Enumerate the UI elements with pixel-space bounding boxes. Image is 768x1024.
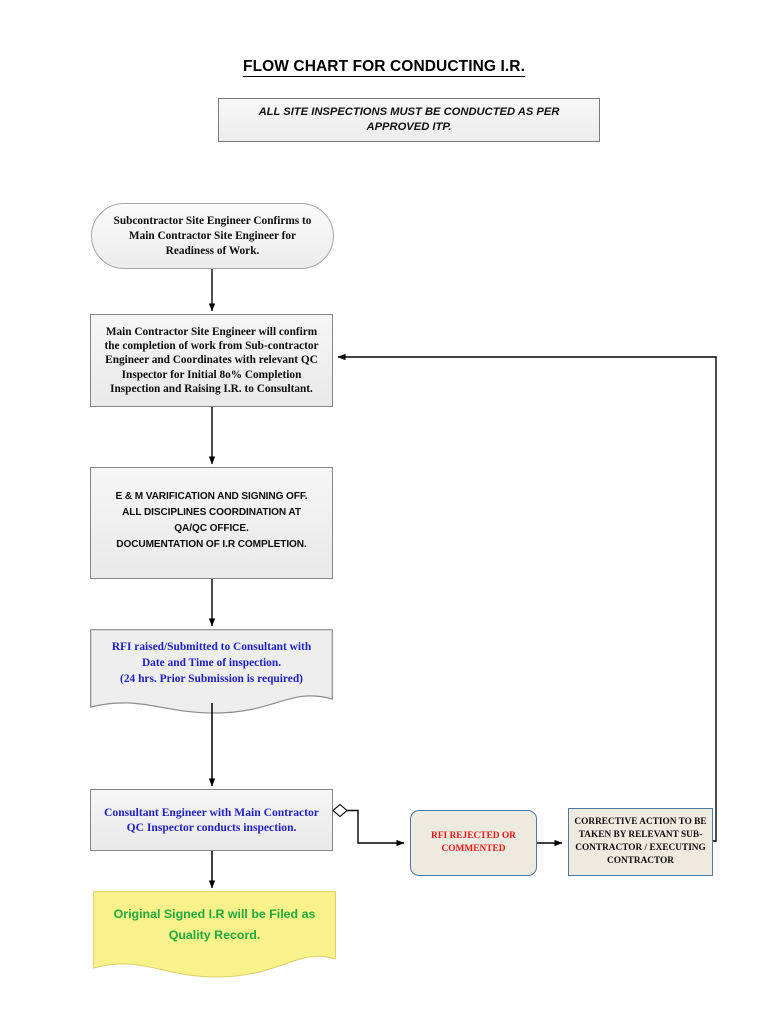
node-subcontractor-readiness[interactable]: Subcontractor Site Engineer Confirms to … <box>91 203 334 269</box>
rfi-line-3: (24 hrs. Prior Submission is required) <box>120 673 303 685</box>
consult-line-2: QC Inspector conducts inspection. <box>126 821 297 834</box>
node-quality-record[interactable]: Original Signed I.R will be Filed as Qua… <box>93 891 336 980</box>
corrective-line-1: CORRECTIVE ACTION TO BE <box>574 816 707 827</box>
node-main-contractor-confirm-label: Main Contractor Site Engineer will confi… <box>104 325 319 395</box>
rejected-line-1: RFI REJECTED OR <box>431 831 516 841</box>
page-title-text: FLOW CHART FOR CONDUCTING I.R. <box>243 58 525 77</box>
document-shape-icon <box>90 629 333 714</box>
quality-line-2: Quality Record. <box>168 928 261 942</box>
node-rfi-raised-label: RFI raised/Submitted to Consultant with … <box>90 629 333 687</box>
em-line-3: QA/QC OFFICE. <box>174 523 249 534</box>
page-title: FLOW CHART FOR CONDUCTING I.R. <box>0 58 768 77</box>
rfi-line-1: RFI raised/Submitted to Consultant with <box>111 641 312 653</box>
quality-line-1: Original Signed I.R will be Filed as <box>113 907 316 921</box>
em-line-4: DOCUMENTATION OF I.R COMPLETION. <box>116 539 307 550</box>
rejected-line-2: COMMENTED <box>441 844 506 854</box>
node-quality-record-label: Original Signed I.R will be Filed as Qua… <box>93 891 336 946</box>
node-rfi-rejected[interactable]: RFI REJECTED OR COMMENTED <box>410 810 537 876</box>
rfi-line-2: Date and Time of inspection. <box>141 657 282 669</box>
connector-corrective-feedback-loop <box>337 353 717 842</box>
corrective-line-4: CONTRACTOR <box>607 856 674 867</box>
consult-line-1: Consultant Engineer with Main Contractor <box>104 806 319 819</box>
node-corrective-action-label: CORRECTIVE ACTION TO BE TAKEN BY RELEVAN… <box>574 816 707 869</box>
corrective-line-2: TAKEN BY RELEVANT SUB- <box>578 829 703 840</box>
diamond-connector-icon <box>332 803 348 818</box>
node-consultant-inspection-label: Consultant Engineer with Main Contractor… <box>97 805 326 835</box>
node-rfi-rejected-label: RFI REJECTED OR COMMENTED <box>419 830 528 856</box>
node-corrective-action[interactable]: CORRECTIVE ACTION TO BE TAKEN BY RELEVAN… <box>568 808 713 876</box>
document-shape-icon <box>93 891 336 978</box>
banner-note-text: ALL SITE INSPECTIONS MUST BE CONDUCTED A… <box>258 106 560 133</box>
node-main-contractor-confirm[interactable]: Main Contractor Site Engineer will confi… <box>90 314 333 407</box>
node-em-verification-label: E & M VARIFICATION AND SIGNING OFF. ALL … <box>99 489 324 553</box>
node-subcontractor-readiness-label: Subcontractor Site Engineer Confirms to … <box>113 214 312 257</box>
em-line-2: ALL DISCIPLINES COORDINATION AT <box>122 507 301 518</box>
node-rfi-raised[interactable]: RFI raised/Submitted to Consultant with … <box>90 629 333 717</box>
node-em-verification[interactable]: E & M VARIFICATION AND SIGNING OFF. ALL … <box>90 467 333 579</box>
node-consultant-inspection[interactable]: Consultant Engineer with Main Contractor… <box>90 789 333 851</box>
connector-consultant-to-rejected <box>347 809 405 847</box>
em-line-1: E & M VARIFICATION AND SIGNING OFF. <box>115 491 308 502</box>
banner-note: ALL SITE INSPECTIONS MUST BE CONDUCTED A… <box>218 98 600 142</box>
corrective-line-3: CONTRACTOR / EXECUTING <box>575 843 706 853</box>
